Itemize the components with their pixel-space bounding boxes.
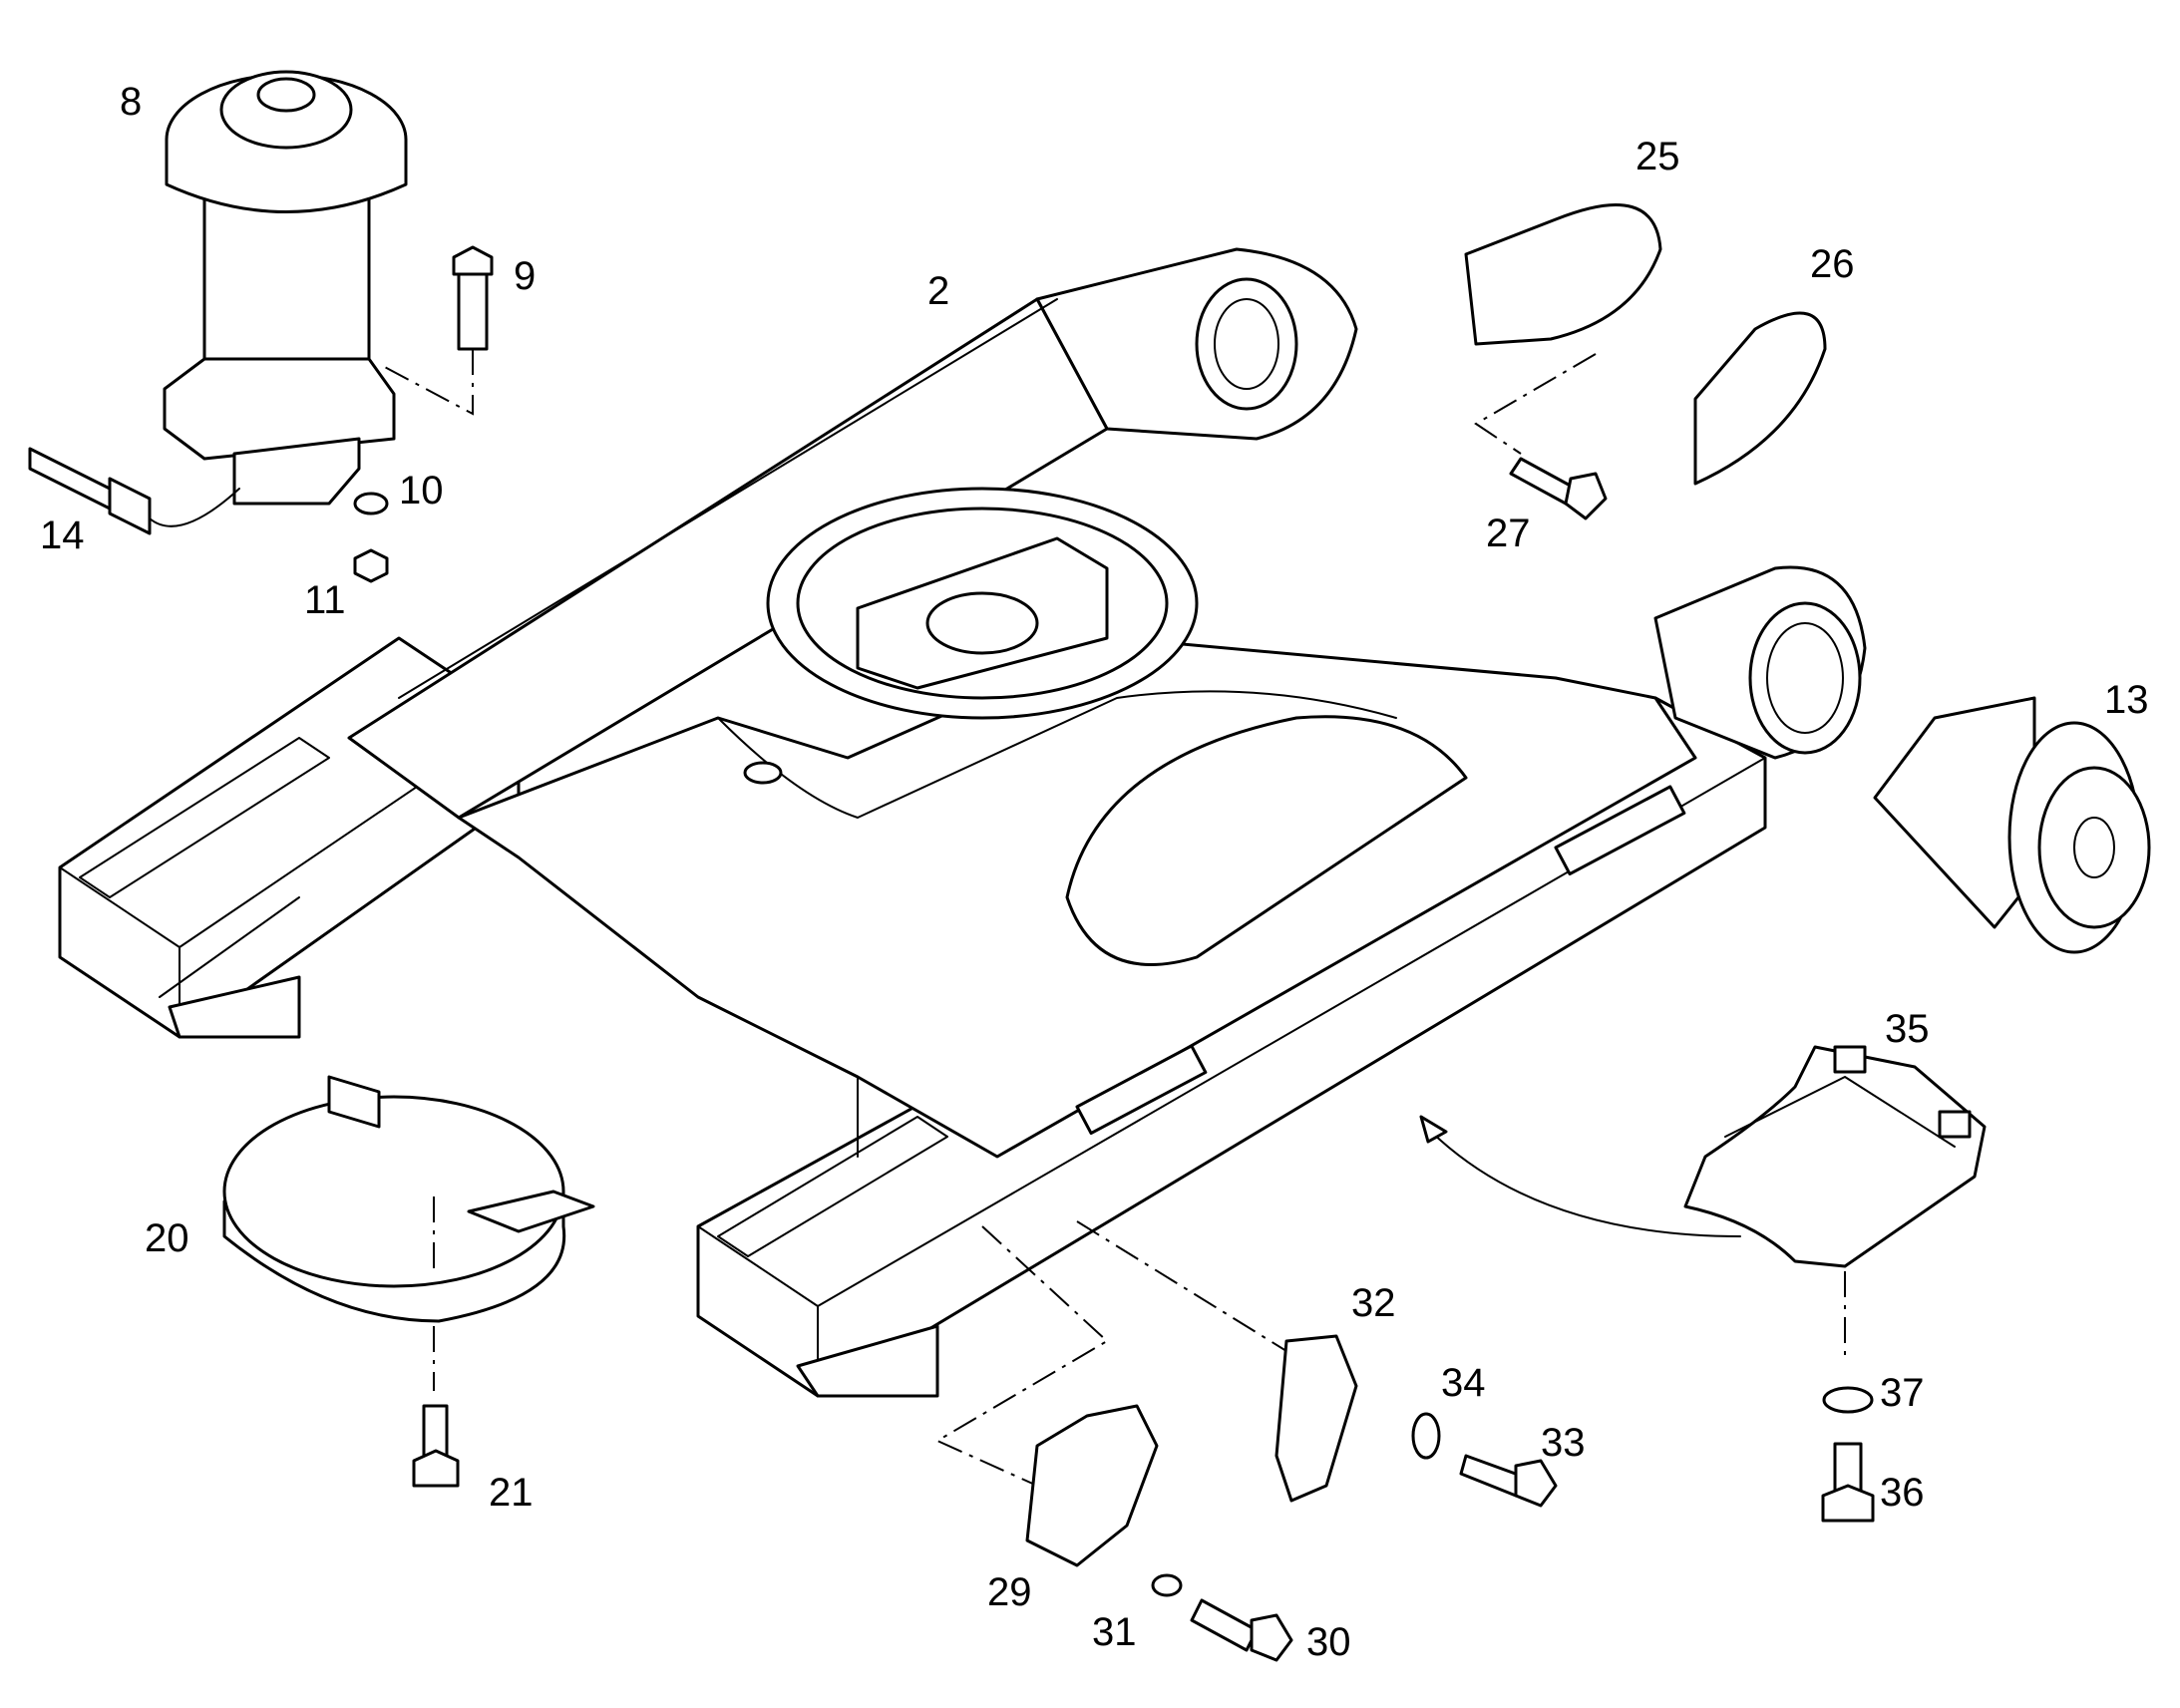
callout-29: 29 [987,1570,1032,1614]
callout-11: 11 [304,578,346,622]
cover-25 [1464,203,1662,346]
washer-34 [1411,1412,1441,1460]
callout-25: 25 [1635,135,1680,178]
callout-35: 35 [1885,1007,1930,1051]
callout-36: 36 [1880,1471,1925,1515]
washer-31 [1151,1573,1183,1597]
callout-33: 33 [1541,1421,1586,1465]
cover-plate-20 [222,1075,595,1323]
cover-26 [1693,311,1827,486]
bolt-9 [452,245,494,351]
callout-21: 21 [489,1471,534,1515]
callout-27: 27 [1486,512,1531,555]
bolt-33 [1459,1454,1558,1508]
callout-31: 31 [1092,1610,1137,1654]
callout-9: 9 [514,254,536,298]
screw-21 [412,1404,460,1488]
plate-32 [1274,1334,1358,1503]
callout-8: 8 [120,80,142,124]
callout-20: 20 [145,1216,189,1260]
callout-14: 14 [40,513,85,557]
callout-13: 13 [2104,678,2149,722]
washer-10 [353,492,389,515]
callout-10: 10 [399,469,444,512]
sprocket [1873,696,2151,954]
cover-29 [1025,1404,1159,1567]
callout-26: 26 [1810,242,1855,286]
assembly-arrow [1425,1126,1741,1237]
arrow-head-icon [1419,1115,1448,1144]
guide-35 [1683,1045,1987,1268]
hydraulic-hose [28,447,240,535]
callout-30: 30 [1306,1620,1351,1664]
bolt-27 [1509,457,1608,520]
callout-37: 37 [1880,1371,1925,1415]
callout-32: 32 [1351,1281,1396,1325]
undercarriage-frame [58,247,1867,1398]
washer-37 [1822,1386,1874,1414]
bolt-36 [1821,1442,1875,1523]
callout-2: 2 [927,269,949,313]
callout-34: 34 [1441,1361,1486,1405]
bolt-30 [1190,1598,1293,1662]
nut-11 [353,548,389,583]
travel-motor [163,70,408,506]
